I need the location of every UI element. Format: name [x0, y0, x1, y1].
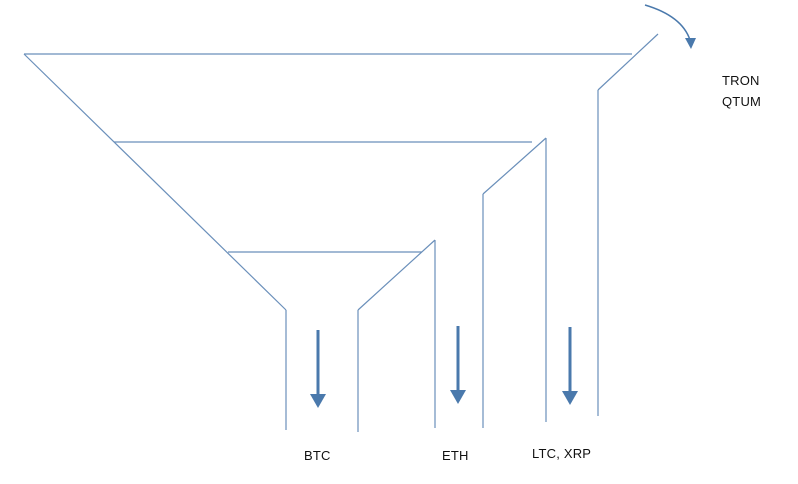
eth-down-arrow	[450, 326, 466, 404]
label-tron: TRON	[722, 73, 760, 88]
label-ltc-xrp: LTC, XRP	[532, 446, 592, 461]
btc-down-arrow	[310, 330, 326, 408]
inner-right-diagonal	[357, 239, 436, 311]
label-eth: ETH	[442, 448, 469, 463]
middle-right-diagonal	[482, 137, 547, 195]
label-qtum: QTUM	[722, 94, 762, 109]
label-btc: BTC	[304, 448, 331, 463]
ltc-xrp-down-arrow	[562, 327, 578, 405]
outer-left-diagonal	[23, 53, 287, 311]
overflow-curved-arrow	[644, 4, 696, 49]
outer-right-diagonal	[597, 33, 659, 91]
